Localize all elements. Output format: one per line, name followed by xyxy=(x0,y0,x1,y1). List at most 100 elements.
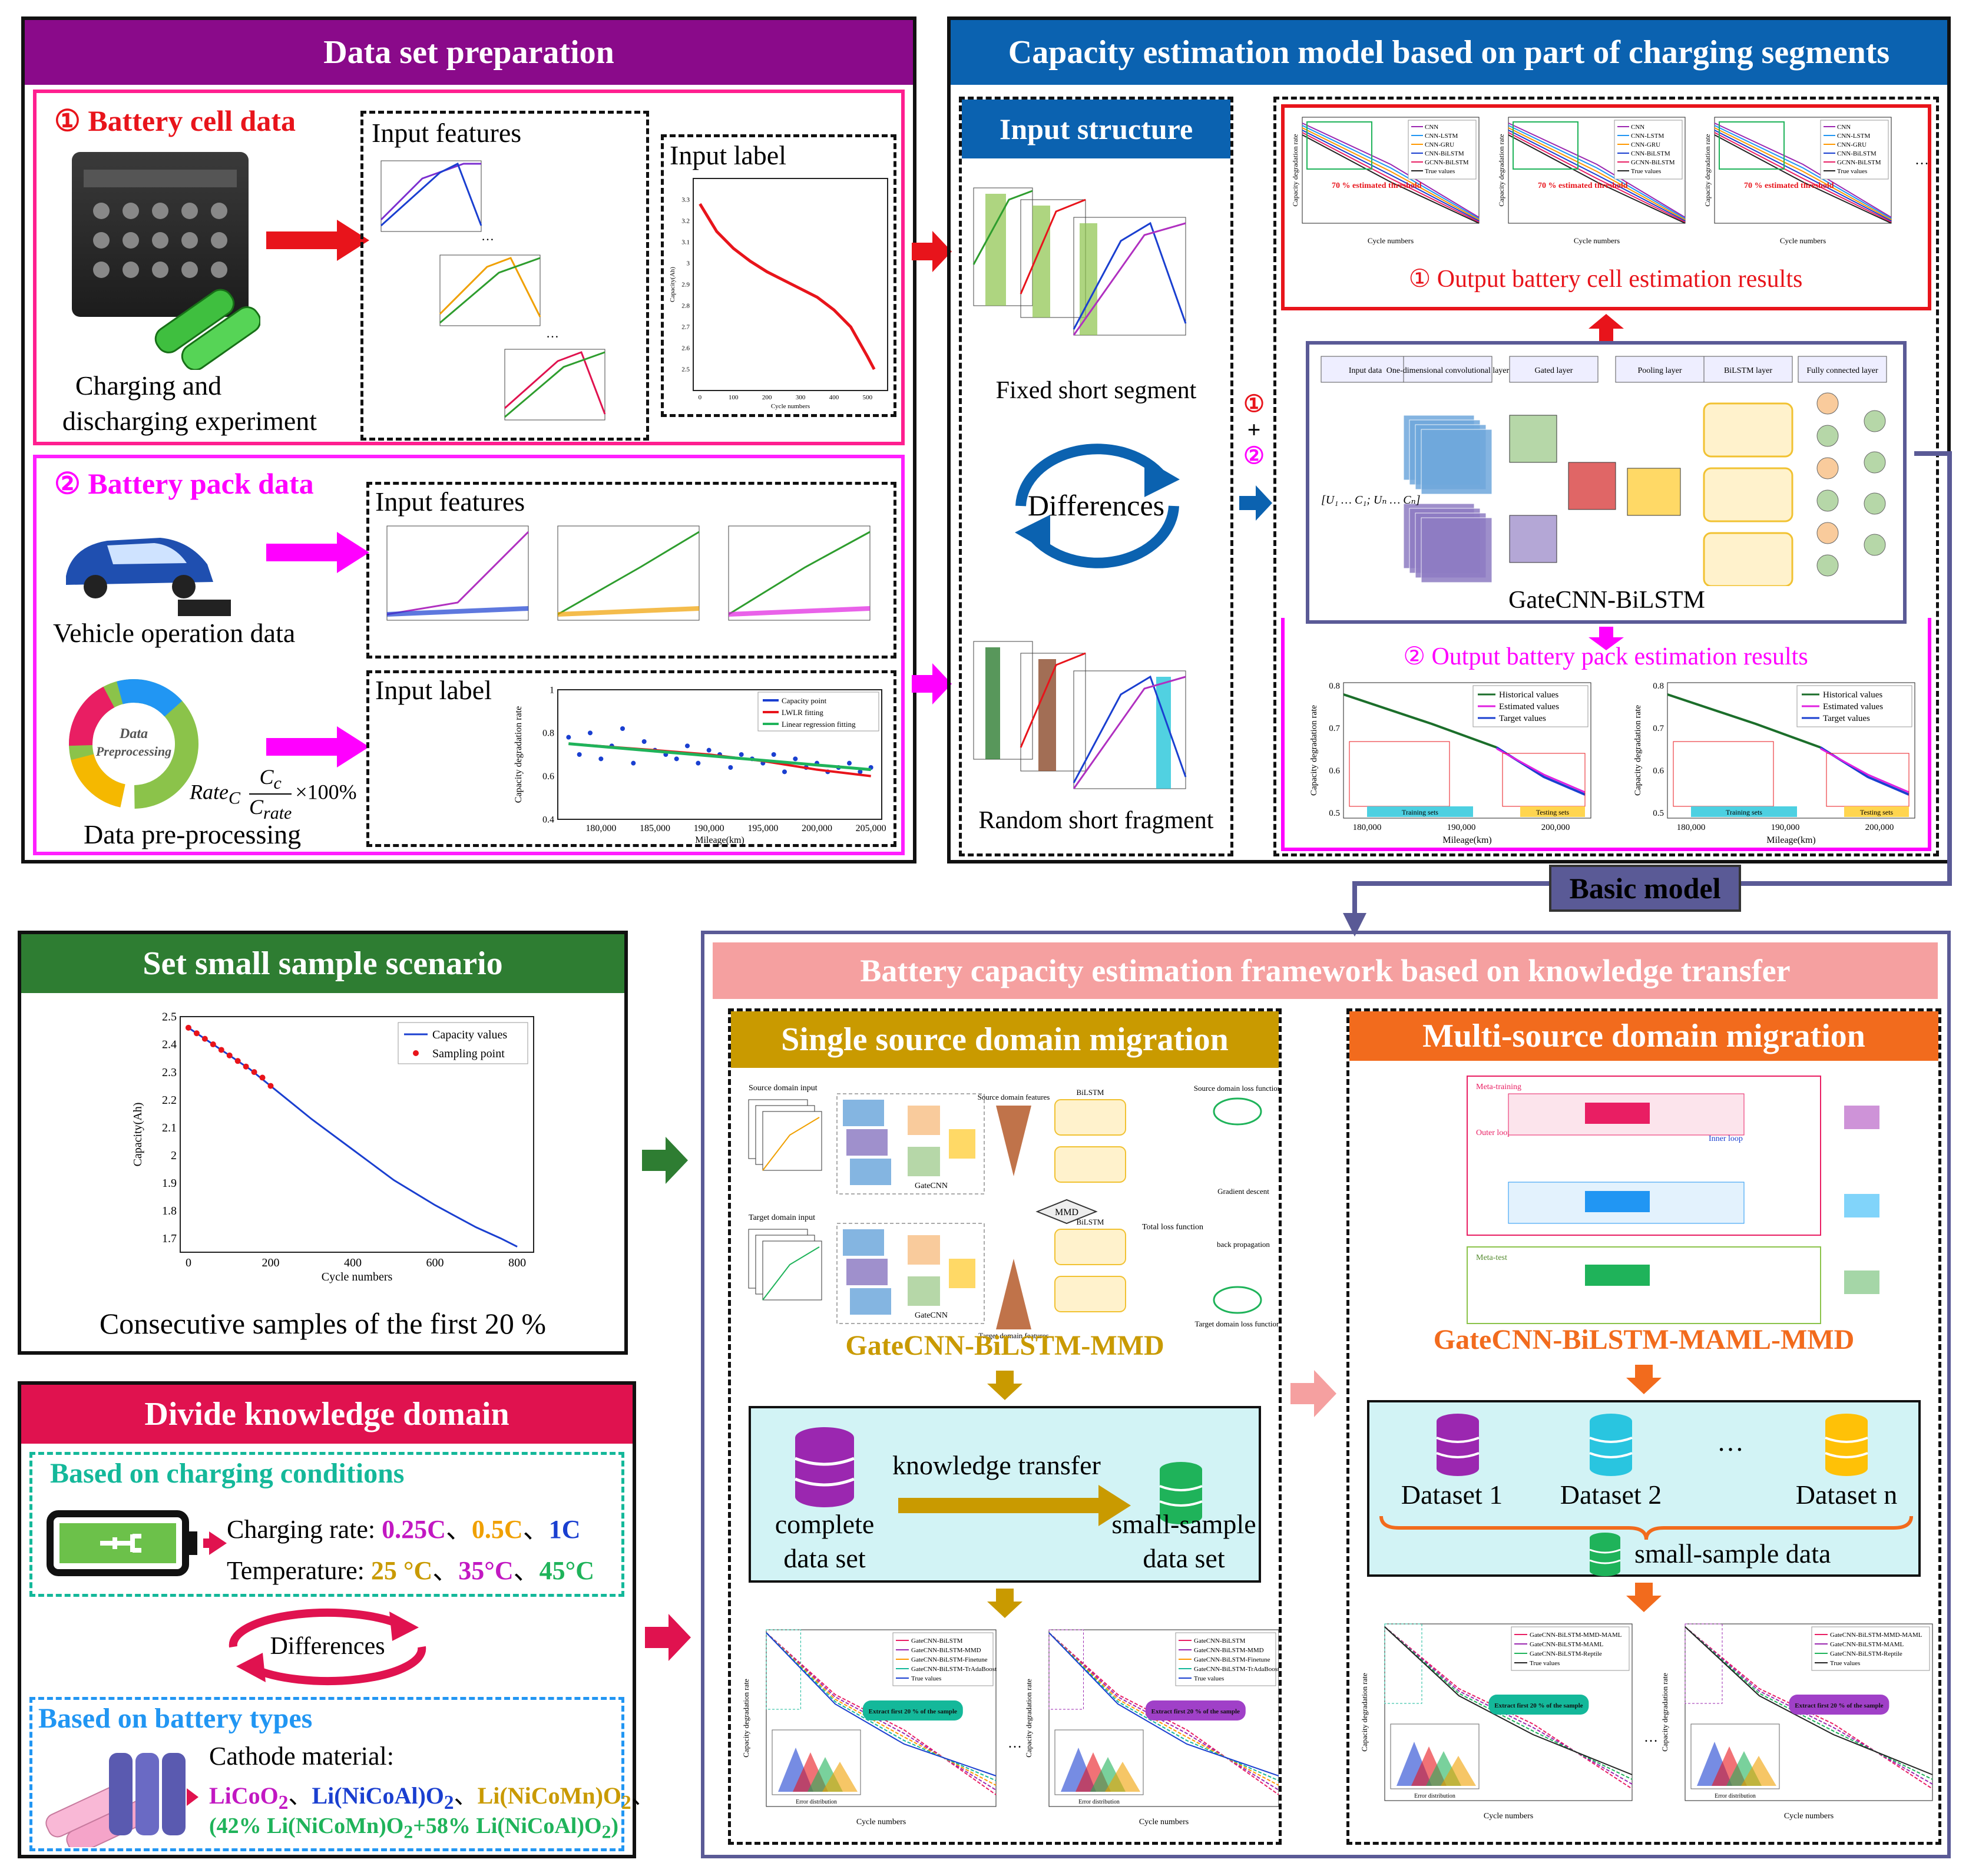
pack-heading: ② Battery pack data xyxy=(54,466,314,501)
x-tick-label: 205,000 xyxy=(856,823,886,833)
legend-item: GateCNN-BiLSTM-Finetune xyxy=(911,1656,988,1663)
fc-neuron xyxy=(1864,492,1886,515)
output-plot-frame xyxy=(1667,682,1915,819)
layer-box xyxy=(1703,356,1793,383)
layer-label: Gated layer xyxy=(1535,366,1573,375)
rate-3: 1C xyxy=(548,1515,581,1544)
x-tick-label: 200,000 xyxy=(802,823,832,833)
legend-swatch xyxy=(413,1050,419,1056)
capacity-point xyxy=(685,743,690,749)
formula-num: C xyxy=(259,765,274,789)
capacity-point xyxy=(847,760,852,766)
output-series-line xyxy=(1714,130,1892,221)
legend-item: LWLR fitting xyxy=(782,708,823,717)
temp-label: Temperature: xyxy=(227,1556,371,1585)
gatecnn-label: GateCNN xyxy=(915,1182,948,1190)
cell-output-plots: CNNCNN-LSTMCNN-GRUCNN-BiLSTMGCNN-BiLSTMT… xyxy=(1291,117,1929,245)
sampling-point xyxy=(251,1069,257,1076)
total-loss-label: Total loss function xyxy=(1142,1223,1203,1232)
domain-input-label: Target domain input xyxy=(749,1213,815,1222)
legend-item: CNN-GRU xyxy=(1631,141,1660,148)
testing-label: Testing sets xyxy=(1860,808,1893,816)
sampling-point xyxy=(226,1052,233,1058)
result-series-line xyxy=(1048,1632,1279,1781)
temp-3: 45°C xyxy=(539,1556,595,1585)
y-axis-label: Capacity degradation rate xyxy=(742,1679,750,1758)
result-series-line xyxy=(1384,1626,1633,1775)
legend-item: CNN xyxy=(1425,124,1438,131)
legend-item: Linear regression fitting xyxy=(782,720,856,729)
capacity-point xyxy=(739,752,744,757)
gatecnn-label: GateCNN xyxy=(915,1311,948,1320)
database-icon xyxy=(1589,1414,1633,1476)
brace-icon xyxy=(1379,1516,1913,1540)
y-tick-label: 2.5 xyxy=(681,366,690,373)
x-tick-label: 0 xyxy=(699,394,702,401)
output-series-line xyxy=(1508,127,1686,220)
y-tick-label: 2.9 xyxy=(681,282,690,289)
sub: 2 xyxy=(278,1792,289,1814)
result-plot-frame xyxy=(1685,1623,1933,1801)
fc-neuron xyxy=(1864,534,1886,556)
gate-block xyxy=(1509,515,1557,563)
cylindrical-cells-icon xyxy=(154,289,260,370)
conv-block xyxy=(1421,517,1493,583)
extract-label: Extract first 20 % of the sample xyxy=(1795,1702,1883,1709)
capacity-point xyxy=(782,769,787,775)
capacity-point xyxy=(674,756,679,762)
capacity-point xyxy=(598,756,604,762)
temp-2: 35°C xyxy=(458,1556,514,1585)
legend-item: True values xyxy=(911,1675,941,1682)
capacity-title: Capacity estimation model based on part … xyxy=(951,20,1947,85)
conv-block xyxy=(846,1129,888,1156)
legend-item: GateCNN-BiLSTM-MMD-MAML xyxy=(1830,1632,1922,1639)
dataset-dots: … xyxy=(1717,1427,1744,1457)
legend-item: True values xyxy=(1425,168,1455,175)
legend-item: Historical values xyxy=(1499,690,1558,700)
differences-cycle-icon xyxy=(1015,444,1180,568)
bilstm-cell xyxy=(1054,1146,1126,1183)
sep: 、 xyxy=(432,1556,459,1585)
charging-heading: Based on charging conditions xyxy=(50,1458,405,1489)
legend-item: GateCNN-BiLSTM-Finetune xyxy=(1194,1656,1270,1663)
pack-input-features-box: Input features xyxy=(366,482,896,659)
model-name-label: GateCNN-BiLSTM xyxy=(1508,587,1705,614)
legend-item: True values xyxy=(1830,1660,1860,1667)
y-tick-label: 0.6 xyxy=(1653,766,1664,776)
plus-2: + xyxy=(1247,416,1261,443)
model-block xyxy=(1585,1265,1650,1286)
training-band xyxy=(1367,806,1473,817)
single-title-text: Single source domain migration xyxy=(781,1021,1229,1058)
conv-block xyxy=(843,1229,884,1256)
legend-item: CNN-LSTM xyxy=(1631,133,1664,140)
legend-box xyxy=(1511,1626,1630,1671)
legend-item: GateCNN-BiLSTM xyxy=(911,1637,963,1645)
arrow-up-icon xyxy=(1589,314,1624,343)
result-series-line xyxy=(1685,1626,1933,1775)
mmd-label: MMD xyxy=(1055,1207,1078,1217)
sampling-point xyxy=(185,1024,191,1031)
y-axis-label: Capacity degradation rate xyxy=(514,706,524,803)
cell-caption-1: Charging and xyxy=(75,370,222,401)
fc-neuron xyxy=(1816,554,1839,577)
dataset-panel: Data set preparation ① Battery cell data… xyxy=(21,16,916,863)
zoom-inset xyxy=(1513,121,1578,170)
extract-label: Extract first 20 % of the sample xyxy=(1494,1702,1583,1709)
plus-indicator: ① + ② xyxy=(1239,391,1269,469)
output-series-line xyxy=(1302,130,1480,221)
legend-item: GateCNN-BiLSTM-Reptile xyxy=(1530,1650,1602,1657)
battery-types-box: Based on battery types Cathode material:… xyxy=(29,1697,655,1851)
preprocessing-ring-icon: Data Preprocessing xyxy=(69,679,198,809)
single-model-name: GateCNN-BiLSTM-MMD xyxy=(845,1330,1164,1361)
input-structure-text: Input structure xyxy=(999,113,1193,145)
layer-label: Pooling layer xyxy=(1637,366,1682,375)
multi-transfer-box: … Dataset 1 Dataset 2 Dataset n small-sa… xyxy=(1367,1400,1921,1577)
feature-label: Target domain features xyxy=(978,1331,1048,1340)
legend-item: GateCNN-BiLSTM-MMD xyxy=(1194,1647,1264,1654)
x-axis-label: Cycle numbers xyxy=(856,1818,906,1827)
